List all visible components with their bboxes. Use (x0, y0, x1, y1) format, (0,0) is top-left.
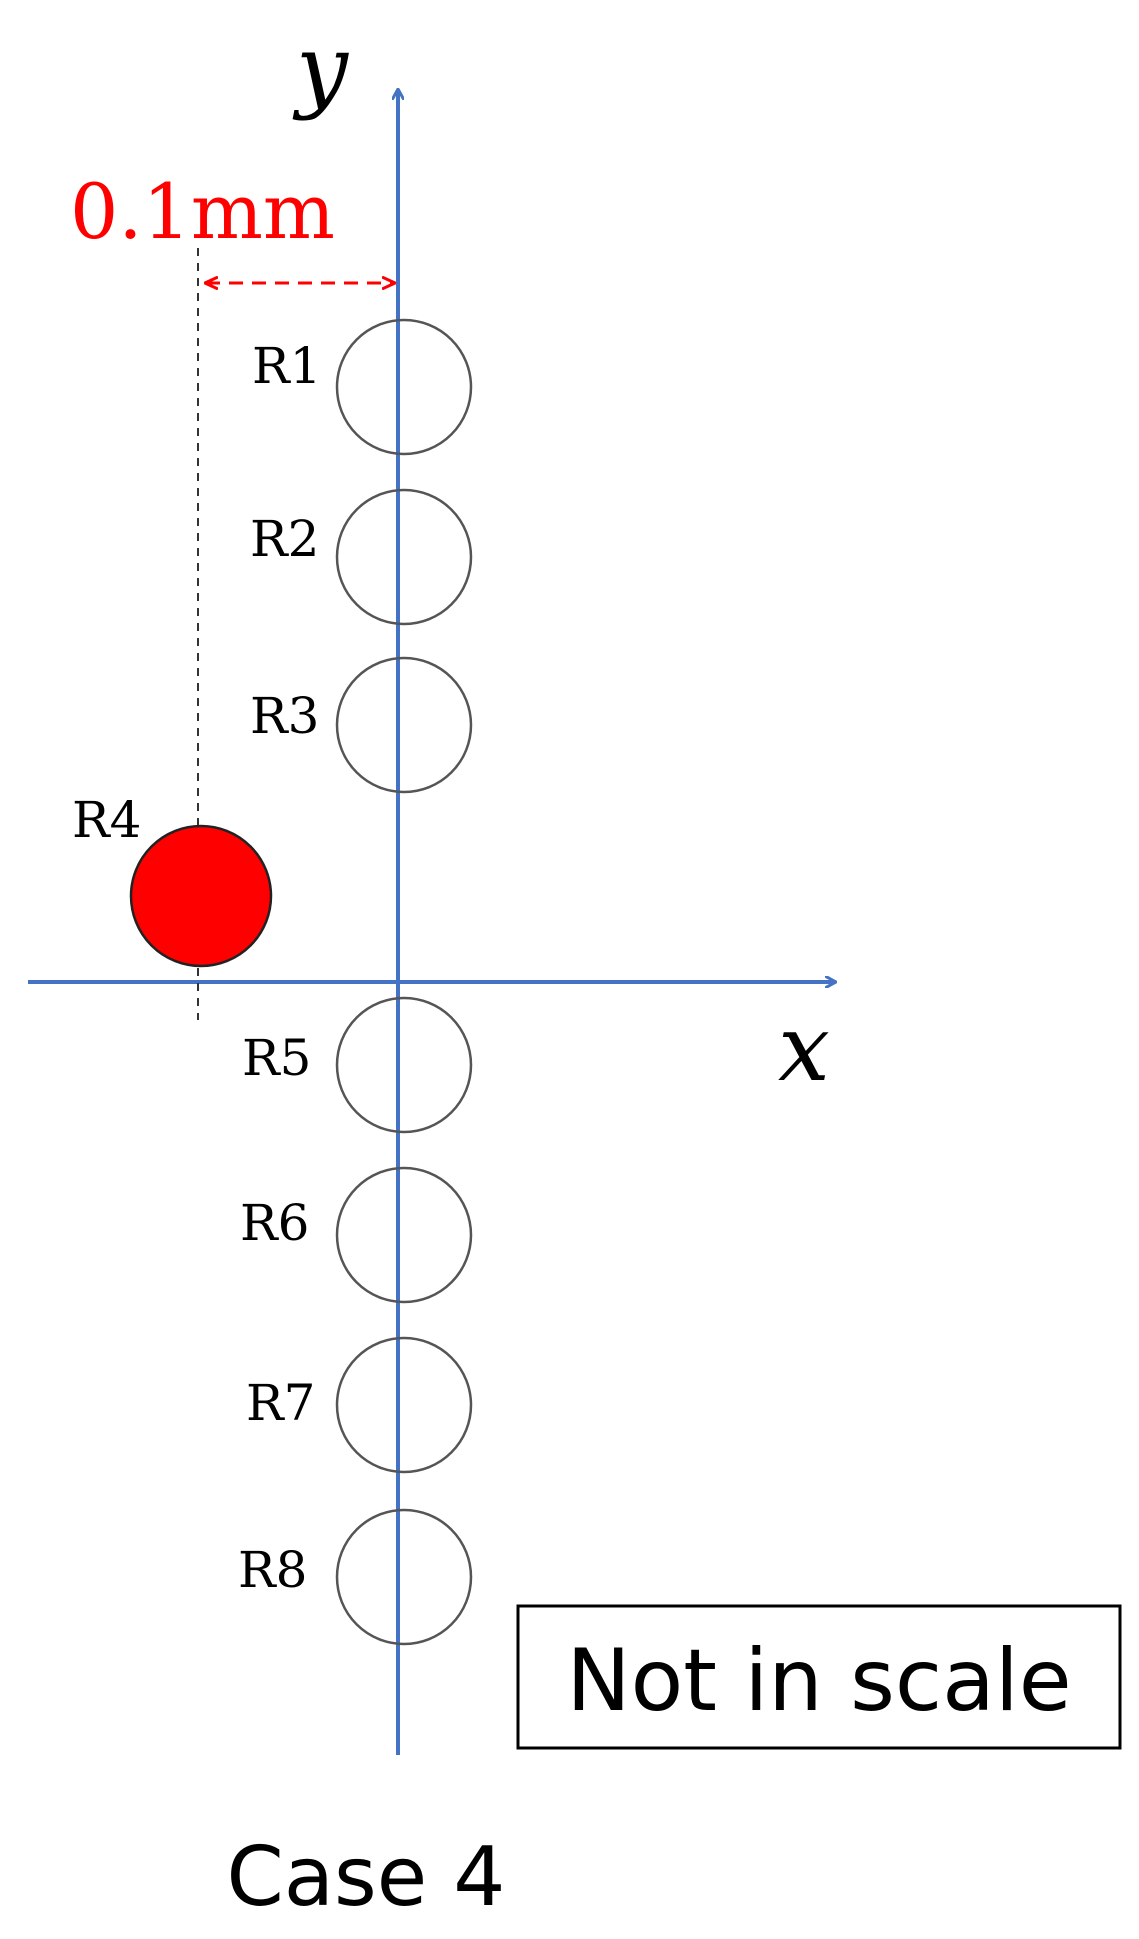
rod-r5: R5 (242, 996, 473, 1134)
scale-note-text: Not in scale (566, 1631, 1071, 1731)
rod-circle (335, 488, 473, 626)
rod-r4: R4 (72, 791, 273, 968)
rod-circle-highlighted (129, 824, 273, 968)
rod-circle (335, 1336, 473, 1474)
rod-label: R3 (250, 687, 319, 745)
rod-r2: R2 (250, 488, 473, 626)
rod-label: R6 (240, 1194, 309, 1252)
rod-r3: R3 (250, 656, 473, 794)
rod-circle (335, 318, 473, 456)
rod-label: R8 (238, 1541, 307, 1599)
rod-label: R5 (242, 1029, 311, 1087)
rod-label: R1 (252, 337, 321, 395)
rod-label: R2 (250, 510, 319, 568)
y-axis-label: y (292, 15, 349, 122)
rod-r8: R8 (238, 1508, 473, 1646)
x-axis-label: x (778, 995, 830, 1102)
rod-circle (335, 996, 473, 1134)
scale-note: Not in scale (516, 1604, 1122, 1750)
rod-circle (335, 1508, 473, 1646)
rod-r7: R7 (246, 1336, 473, 1474)
rod-circle (335, 1166, 473, 1304)
figure-caption: Case 4 (227, 1830, 506, 1925)
scale-note-box (516, 1604, 1122, 1750)
rod-label: R7 (246, 1374, 315, 1432)
offset-dimension-label: 0.1mm (70, 167, 335, 256)
rod-r6: R6 (240, 1166, 473, 1304)
rod-label: R4 (72, 791, 141, 849)
rod-r1: R1 (252, 318, 473, 456)
rod-circle (335, 656, 473, 794)
